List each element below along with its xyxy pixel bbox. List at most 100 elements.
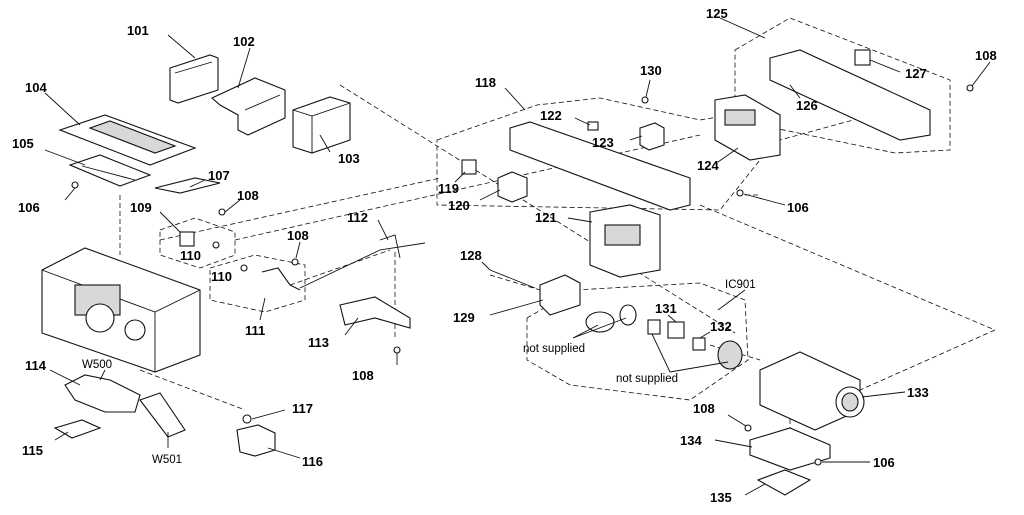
- screw-108: [218, 208, 226, 216]
- part-103-block: [292, 96, 351, 154]
- label-126: 126: [796, 98, 818, 113]
- label-107: 107: [208, 168, 230, 183]
- label-w501: W501: [152, 454, 182, 466]
- leader-133: [861, 391, 906, 398]
- label-115: 115: [22, 443, 43, 458]
- part-131-block: [667, 321, 685, 339]
- screw-106: [736, 189, 744, 197]
- leader-106b: [743, 193, 786, 206]
- part-107-strip: [154, 177, 221, 194]
- part-102-bracket: [211, 77, 286, 136]
- label-121: 121: [535, 210, 557, 225]
- label-ic901: IC901: [725, 279, 756, 291]
- screw-108: [291, 258, 299, 266]
- leader-w500: [99, 369, 106, 381]
- guide-line: [339, 84, 736, 334]
- part-117-screw: [242, 414, 252, 424]
- part-105-detail: [81, 165, 136, 181]
- label-120: 120: [448, 198, 470, 213]
- label-101: 101: [127, 23, 149, 38]
- label-135: 135: [710, 490, 732, 505]
- leader-103: [319, 134, 331, 153]
- label-108a: 108: [237, 188, 259, 203]
- leader-121: [567, 217, 593, 223]
- leader-115: [54, 431, 69, 441]
- chassis-drum: [85, 303, 115, 333]
- leader-108b: [295, 241, 301, 259]
- leader-108e: [971, 61, 991, 87]
- label-129: 129: [453, 310, 475, 325]
- part-124-window: [724, 109, 756, 126]
- leader-123: [629, 135, 643, 141]
- label-125: 125: [706, 6, 728, 21]
- label-134: 134: [680, 433, 702, 448]
- leader-116: [267, 447, 301, 459]
- label-119: 119: [438, 181, 459, 196]
- label-110a: 110: [180, 248, 201, 263]
- part-111-arm: [261, 267, 301, 291]
- screw-110: [212, 241, 220, 249]
- leader-131: [667, 314, 677, 323]
- leader-109: [159, 211, 181, 233]
- leader-134: [714, 439, 753, 448]
- label-122: 122: [540, 108, 562, 123]
- screw-110: [240, 264, 248, 272]
- note-not-supplied-2: not supplied: [616, 373, 678, 385]
- guide-line: [489, 274, 541, 291]
- leader-not-supplied-2: [651, 333, 671, 373]
- leader-113: [344, 317, 359, 336]
- label-131: 131: [655, 301, 677, 316]
- part-114-board: [64, 374, 141, 413]
- leader-127: [869, 59, 901, 73]
- label-113: 113: [308, 335, 329, 350]
- part-129-bracket: [539, 274, 581, 316]
- leader-120: [479, 189, 501, 201]
- guide-line: [859, 329, 996, 391]
- leader-111: [259, 297, 266, 321]
- screw-106: [71, 181, 79, 189]
- label-105: 105: [12, 136, 34, 151]
- part-124-frame: [714, 94, 781, 161]
- screw-106: [814, 458, 822, 466]
- part-118-board: [509, 121, 691, 211]
- leader-124: [717, 147, 739, 163]
- label-103: 103: [338, 151, 360, 166]
- not-supplied-ring: [619, 304, 637, 326]
- leader-104: [44, 92, 81, 126]
- leader-105: [44, 149, 86, 166]
- leader-129: [489, 299, 544, 316]
- chassis-reel: [124, 319, 146, 341]
- leader-101: [167, 34, 196, 59]
- label-130: 130: [640, 63, 662, 78]
- part-116-bracket: [236, 424, 276, 457]
- leader-114: [49, 369, 81, 386]
- group-109-outline: [159, 217, 236, 269]
- label-106a: 106: [18, 200, 40, 215]
- label-108d: 108: [693, 401, 715, 416]
- group-ic901-outline: [526, 282, 749, 401]
- part-122-clip: [587, 121, 599, 131]
- leader-106a: [64, 187, 76, 201]
- part-135-plate: [756, 469, 812, 496]
- label-w500: W500: [82, 359, 112, 371]
- label-114: 114: [25, 358, 47, 373]
- note-not-supplied-1: not supplied: [523, 343, 585, 355]
- label-112: 112: [347, 210, 368, 225]
- label-104: 104: [25, 80, 47, 95]
- leader-not-supplied-2: [669, 361, 729, 373]
- leader-107: [189, 179, 206, 188]
- label-109: 109: [130, 200, 152, 215]
- label-116: 116: [302, 454, 323, 469]
- label-132: 132: [710, 319, 732, 334]
- label-118: 118: [475, 75, 496, 90]
- part-121-window: [604, 224, 641, 246]
- leader-132: [699, 331, 711, 339]
- not-supplied-disc: [585, 311, 615, 333]
- label-133: 133: [907, 385, 929, 400]
- leader-108a: [224, 199, 241, 213]
- guide-line: [139, 369, 246, 411]
- label-108e: 108: [975, 48, 997, 63]
- part-104-slot: [88, 120, 177, 154]
- leader-ic901: [717, 289, 746, 311]
- part-113-plate: [339, 296, 411, 329]
